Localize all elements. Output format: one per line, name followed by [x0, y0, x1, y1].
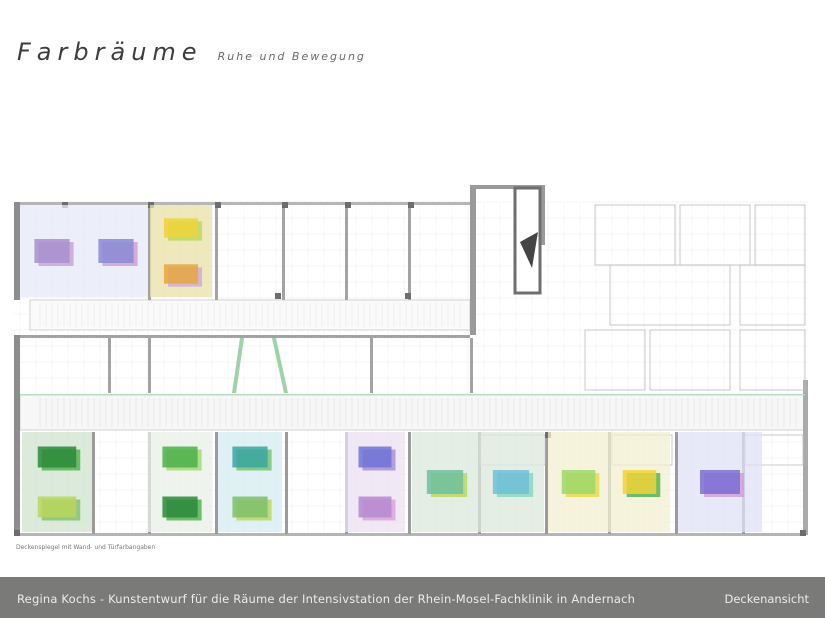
ceiling-color-panel — [426, 470, 464, 494]
wall — [20, 202, 470, 205]
plan-room — [609, 264, 731, 326]
ceiling-color-panel — [162, 496, 198, 518]
plan-room — [754, 204, 806, 266]
interior-wall — [675, 432, 678, 534]
column — [282, 202, 288, 208]
ceiling-color-panel — [37, 446, 77, 468]
plan-room — [739, 329, 806, 391]
column — [275, 293, 281, 299]
interior-wall — [408, 432, 411, 534]
wall — [14, 335, 20, 535]
ceiling-color-panel — [162, 446, 198, 468]
ceiling-color-panel — [700, 470, 740, 494]
interior-wall — [408, 205, 411, 300]
page-subtitle: Ruhe und Bewegung — [217, 50, 366, 63]
ceiling-color-panel — [37, 496, 77, 518]
column — [800, 530, 806, 536]
page-title: Farbräume — [17, 38, 203, 66]
page-header: Farbräume Ruhe und Bewegung — [17, 38, 366, 66]
ceiling-color-panel — [232, 446, 268, 468]
ceiling-color-panel — [358, 496, 392, 518]
plan-colored-rooms — [20, 205, 762, 532]
plan-room — [594, 204, 676, 266]
footer-bar: Regina Kochs - Kunstentwurf für die Räum… — [0, 577, 825, 618]
interior-wall — [345, 205, 348, 300]
wall — [540, 185, 545, 245]
ceiling-color-panel — [622, 470, 657, 494]
plan-room — [649, 329, 731, 391]
column — [408, 202, 414, 208]
plan-room — [679, 204, 751, 266]
column — [14, 530, 20, 536]
floor-plan — [14, 185, 808, 536]
stair-arrow — [520, 232, 538, 268]
column — [215, 202, 221, 208]
ceiling-color-panel — [34, 239, 70, 263]
interior-wall — [20, 335, 470, 338]
ceiling-color-panel — [358, 446, 392, 468]
interior-wall — [370, 338, 373, 393]
ceiling-color-panel — [232, 496, 268, 518]
column — [405, 293, 411, 299]
wall — [20, 533, 805, 536]
ceiling-color-panel — [163, 264, 199, 284]
plan-room — [739, 264, 806, 326]
interior-wall — [215, 205, 218, 300]
accent-wall — [20, 394, 805, 396]
wall — [470, 185, 545, 189]
interior-wall — [92, 432, 95, 534]
plan-caption: Deckenspiegel mit Wand- und Türfarbangab… — [16, 544, 156, 551]
interior-wall — [148, 205, 151, 300]
corridor — [19, 394, 806, 431]
wall — [14, 202, 20, 300]
interior-wall — [470, 338, 473, 393]
wall — [803, 380, 808, 535]
plan-walls — [14, 185, 808, 536]
interior-wall — [285, 432, 288, 534]
column — [345, 202, 351, 208]
ceiling-color-panel — [163, 218, 199, 238]
accent-wall — [232, 338, 244, 393]
interior-wall — [545, 432, 548, 534]
ceiling-color-panel — [492, 470, 530, 494]
interior-wall — [148, 338, 151, 393]
ceiling-color-panel — [98, 239, 134, 263]
accent-wall — [272, 338, 288, 393]
wall — [470, 185, 476, 335]
ceiling-color-panel — [561, 470, 596, 494]
footer-project-text: Regina Kochs - Kunstentwurf für die Räum… — [17, 592, 636, 606]
interior-wall — [108, 338, 111, 393]
plan-room — [584, 329, 646, 391]
interior-wall — [282, 205, 285, 300]
interior-wall — [215, 432, 218, 534]
footer-view-label: Deckenansicht — [724, 592, 809, 606]
